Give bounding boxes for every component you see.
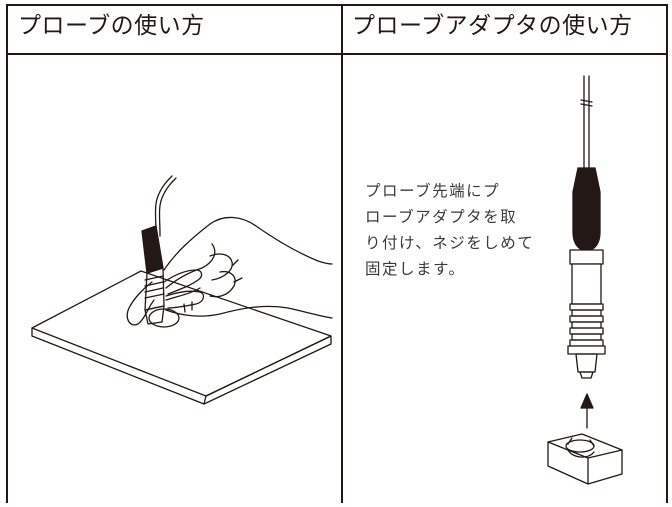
hand-probe-illustration (31, 175, 333, 405)
instruction-frame (6, 4, 668, 503)
instruction-line-1: プローブ先端にプ (365, 182, 501, 200)
probe-adapter-illustration (547, 75, 623, 485)
instruction-line-3: り付け、ネジをしめて (365, 234, 535, 252)
instruction-line-4: 固定します。 (365, 260, 466, 278)
header-divider (6, 53, 668, 55)
adapter-instruction-text: プローブ先端にプ ローブアダプタを取 り付け、ネジをしめて 固定します。 (365, 178, 540, 282)
frame-left-border (6, 4, 8, 503)
column-divider (341, 4, 343, 503)
frame-top-border (6, 4, 668, 6)
probe-adapter-usage-heading: プローブアダプタの使い方 (352, 13, 633, 39)
instruction-line-2: ローブアダプタを取 (365, 208, 518, 226)
probe-usage-heading: プローブの使い方 (18, 13, 205, 39)
frame-right-border (666, 4, 668, 503)
